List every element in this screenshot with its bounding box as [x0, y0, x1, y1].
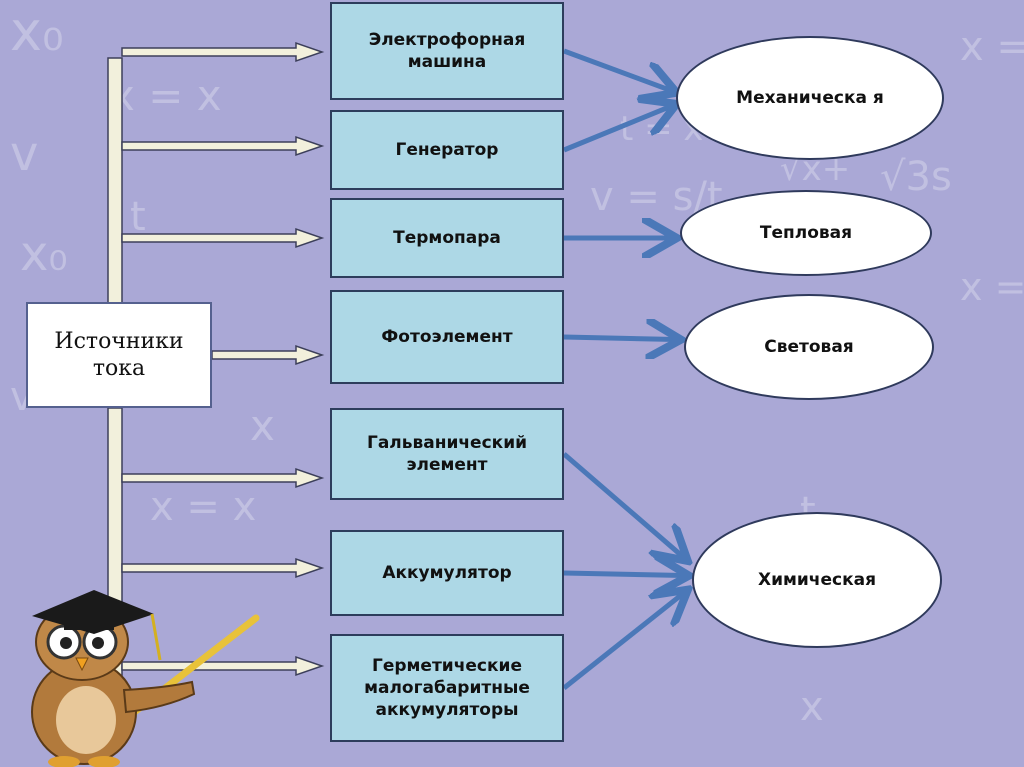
link-generator-to-mechanical: [563, 106, 672, 153]
background-formula: x = x: [110, 71, 222, 120]
current-sources-box: Источники тока: [26, 302, 212, 408]
trunk-arrow-sealed: [121, 655, 325, 677]
trunk-arrow-electrophore: [121, 41, 325, 63]
energy-label: Механическа я: [736, 87, 884, 108]
link-galvanic-to-chemical: [562, 452, 684, 558]
background-formula: x: [250, 401, 275, 450]
energy-chemical: Химическая: [692, 512, 942, 648]
link-electrophore-to-mechanical: [563, 48, 672, 91]
link-photocell-to-light: [563, 337, 676, 340]
device-label: Термопара: [393, 227, 501, 248]
background-formula: t: [130, 194, 146, 240]
background-formula: x₀: [10, 0, 64, 63]
link-sealed-to-chemical: [562, 593, 684, 690]
device-label: Гальванический элемент: [366, 432, 528, 475]
trunk-arrow-photocell: [211, 344, 325, 366]
background-formula: x = 7m: [960, 24, 1024, 70]
device-galvanic-cell: Гальванический элемент: [330, 408, 564, 500]
trunk-up-bar: [107, 57, 123, 305]
energy-label: Химическая: [757, 569, 877, 590]
device-electrophore-machine: Электрофорная машина: [330, 2, 564, 100]
trunk-arrow-thermocouple: [121, 227, 325, 249]
energy-label: Тепловая: [759, 222, 853, 243]
device-thermocouple: Термопара: [330, 198, 564, 278]
source-label-line2: тока: [92, 356, 146, 381]
device-accumulator: Аккумулятор: [330, 530, 564, 616]
device-generator: Генератор: [330, 110, 564, 190]
background-formula: v: [10, 126, 38, 182]
trunk-arrow-galvanic: [121, 467, 325, 489]
source-label-line1: Источники: [54, 328, 184, 354]
trunk-arrow-generator: [121, 135, 325, 157]
background-formula: x₀: [20, 226, 68, 282]
trunk-arrows: [121, 41, 325, 677]
energy-thermal: Тепловая: [680, 190, 932, 276]
device-sealed-accumulators: Герметические малогабаритные аккумулятор…: [330, 634, 564, 742]
background-formula: x: [800, 684, 824, 730]
device-label: Аккумулятор: [382, 562, 512, 583]
background-formula: x = vx: [960, 265, 1024, 309]
energy-light: Световая: [684, 294, 934, 400]
energy-mechanical: Механическа я: [676, 36, 944, 160]
background-formula: x = x: [150, 484, 256, 530]
device-label: Фотоэлемент: [381, 326, 513, 347]
link-accumulator-to-chemical: [563, 573, 684, 576]
device-label: Герметические малогабаритные аккумулятор…: [364, 655, 530, 721]
trunk-arrow-accumulator: [121, 557, 325, 579]
background-formula: √3s: [880, 154, 952, 200]
energy-label: Световая: [764, 336, 854, 357]
device-photocell: Фотоэлемент: [330, 290, 564, 384]
owl-teacher-icon: [31, 590, 260, 767]
device-label: Генератор: [395, 139, 499, 160]
energy-links: [562, 48, 684, 690]
device-label: Электрофорная машина: [368, 29, 526, 72]
